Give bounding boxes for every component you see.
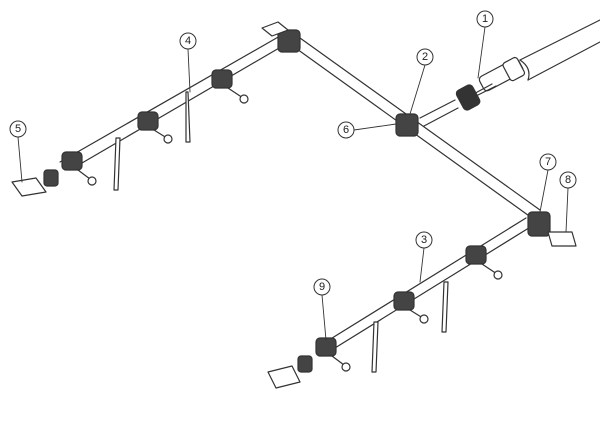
callout-3: 3 [415, 231, 433, 249]
hose-adapter [419, 56, 526, 127]
ground-stake-lower-a [441, 281, 449, 333]
ground-stake-upper-a [185, 91, 191, 143]
callout-1-label: 1 [482, 13, 488, 25]
callout-2: 2 [416, 48, 434, 66]
callout-7-label: 7 [545, 156, 551, 168]
dripper-upper-3 [61, 151, 97, 186]
lower-lateral-tube [315, 217, 533, 357]
callout-6: 6 [337, 121, 355, 139]
end-plug-lower [267, 355, 313, 389]
callout-5: 5 [9, 120, 27, 138]
dripper-upper-1 [211, 69, 249, 104]
end-plug-left [11, 169, 59, 197]
callout-5-label: 5 [15, 123, 21, 135]
main-supply-hose [519, 19, 600, 81]
callout-9: 9 [313, 278, 331, 296]
tee-connector [395, 113, 419, 137]
upper-lateral-tube [59, 35, 287, 171]
callout-6-label: 6 [343, 124, 349, 136]
callout-9-label: 9 [319, 281, 325, 293]
dripper-lower-2 [393, 291, 429, 324]
callout-4: 4 [179, 32, 197, 50]
ground-stake-upper-b [113, 137, 121, 191]
ground-stake-lower-b [371, 321, 379, 373]
callout-2-label: 2 [422, 51, 428, 63]
top-tee-connector [261, 21, 301, 53]
leader-lines [17, 26, 569, 341]
callout-7: 7 [539, 153, 557, 171]
dripper-lower-3 [315, 337, 351, 372]
callout-3-label: 3 [421, 234, 427, 246]
dripper-upper-2 [137, 111, 173, 144]
callout-8: 8 [559, 171, 577, 189]
end-plug-right [547, 231, 577, 247]
dripper-lower-1 [465, 245, 503, 280]
callout-1: 1 [476, 10, 494, 28]
callout-8-label: 8 [565, 174, 571, 186]
callout-4-label: 4 [185, 35, 191, 47]
elbow-connector [527, 211, 551, 237]
